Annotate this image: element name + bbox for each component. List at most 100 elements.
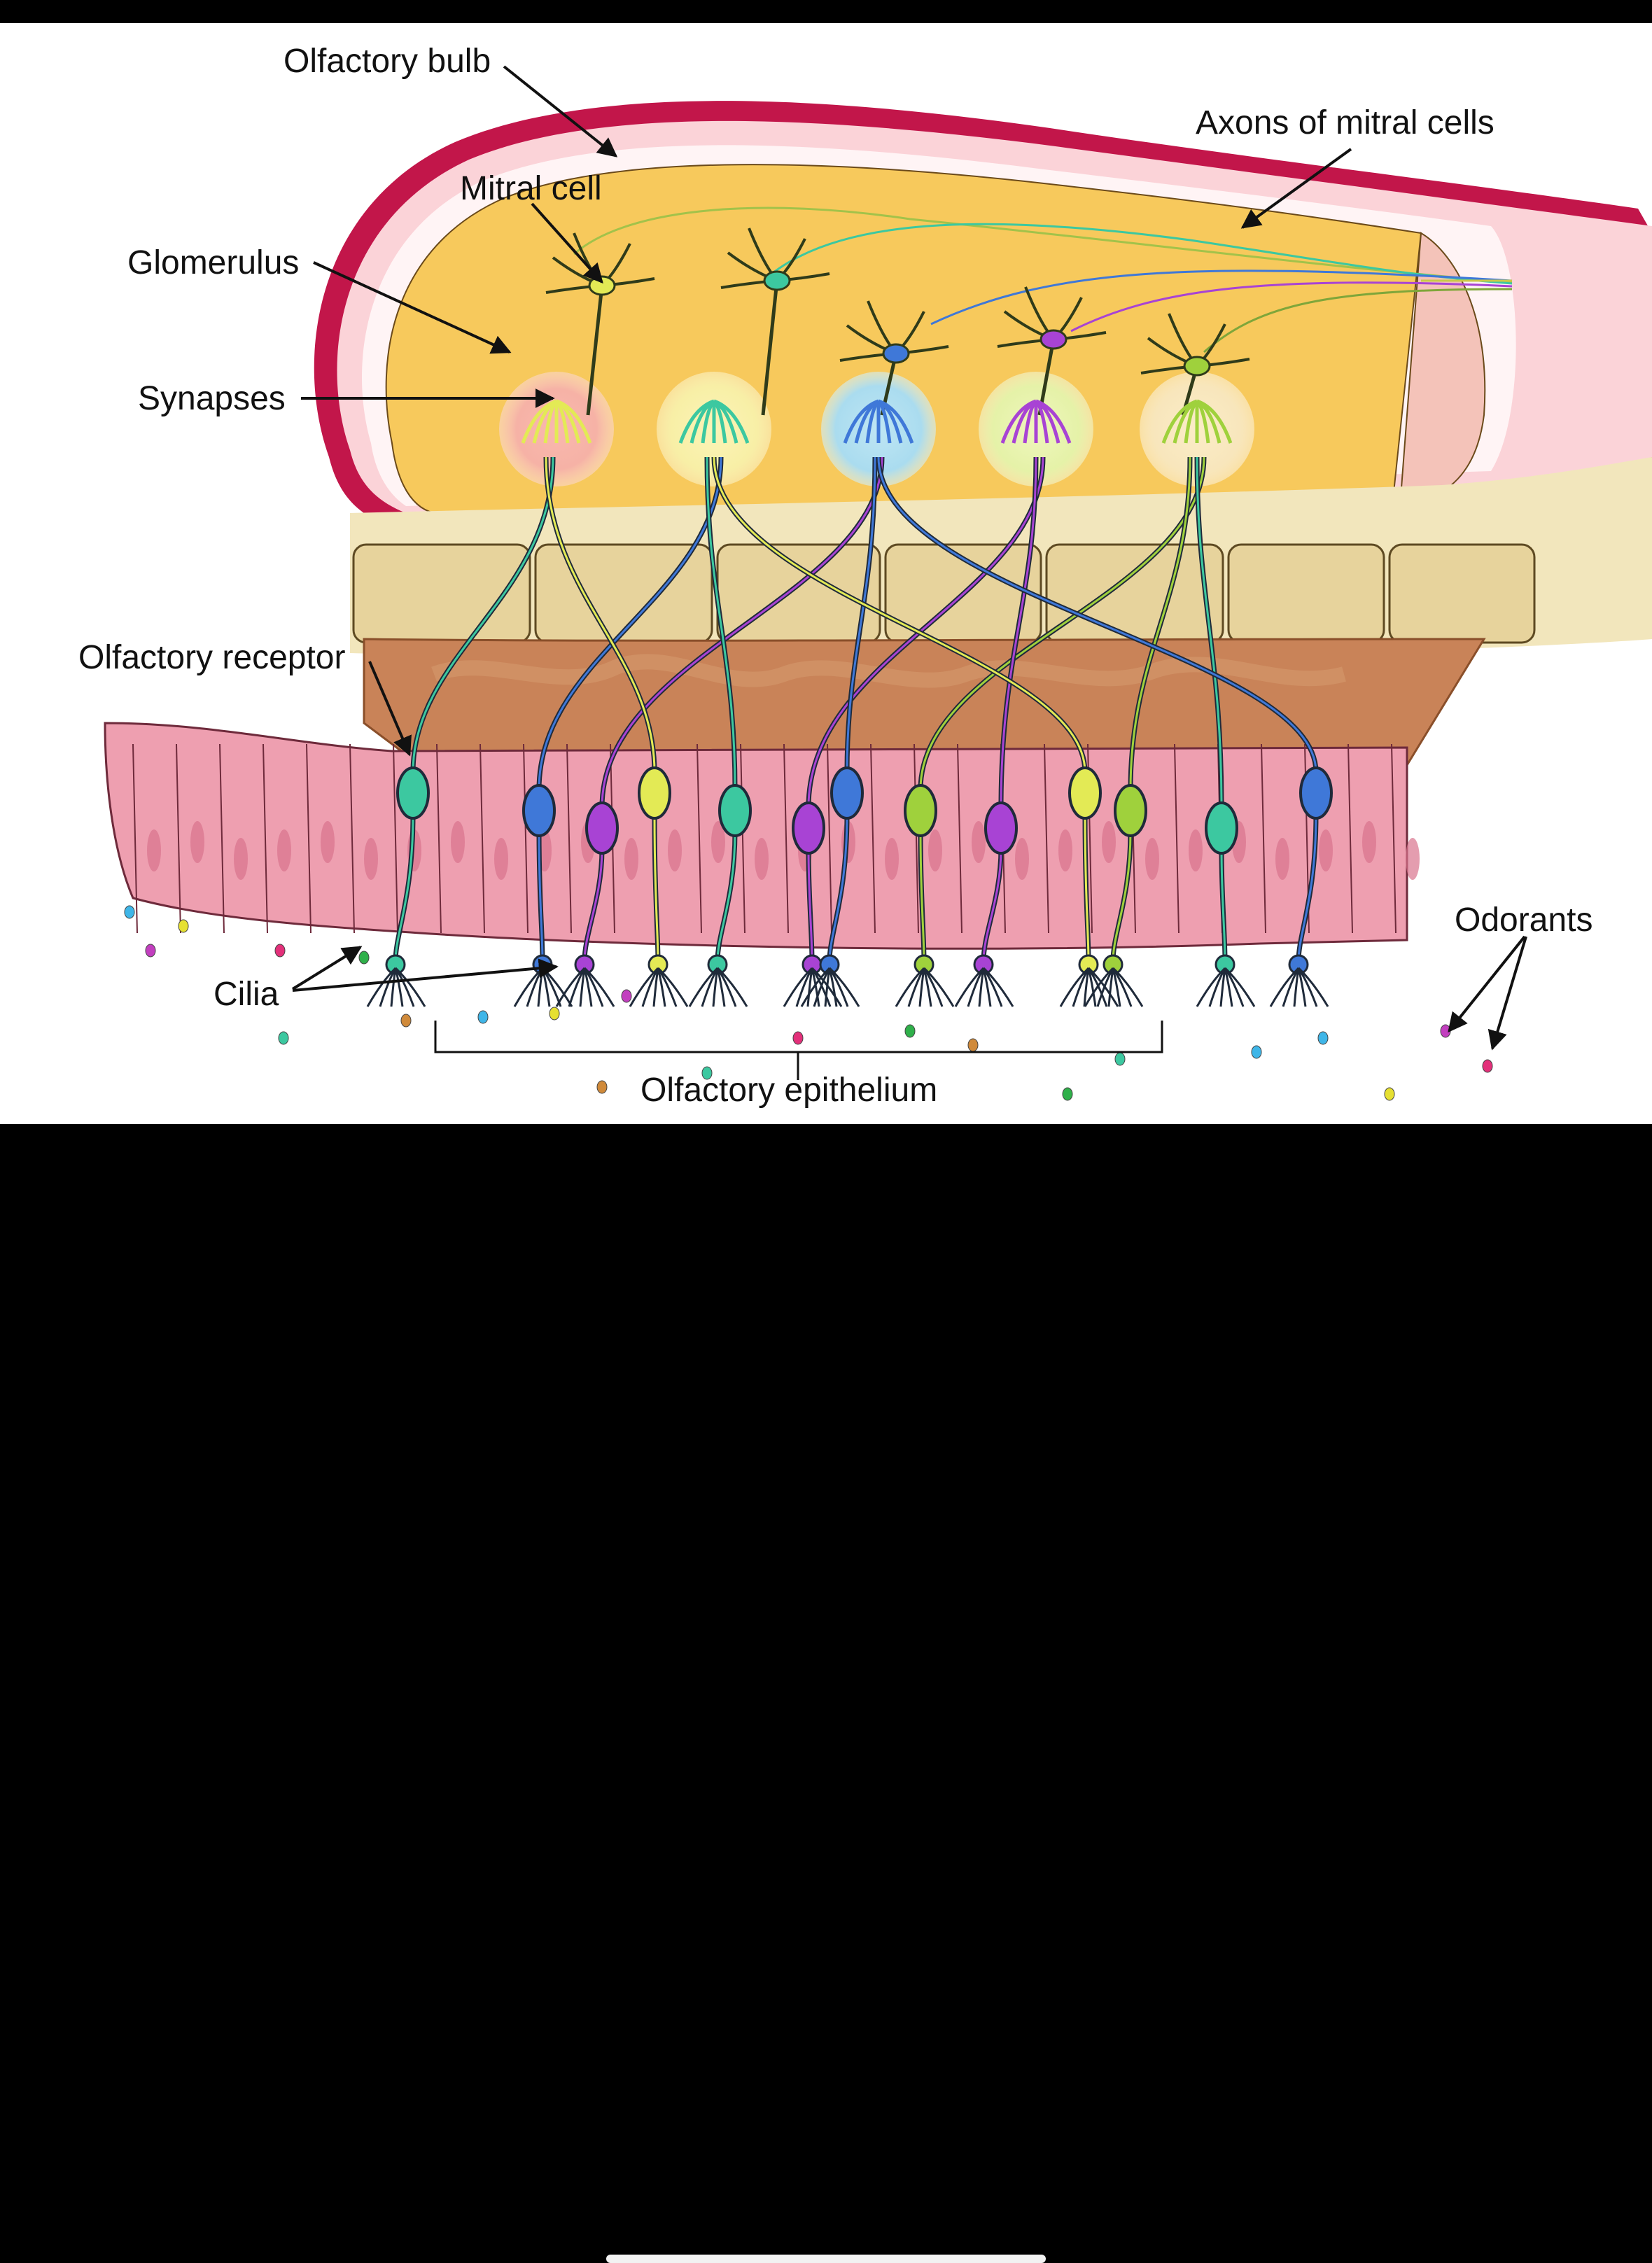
cilium (923, 967, 955, 1007)
odorant-particles (124, 905, 1493, 1101)
receptor-dendrite (1297, 813, 1317, 962)
cell-nucleus (1015, 838, 1029, 880)
receptor-axon (1129, 456, 1191, 790)
label-olfactory-epithelium: Olfactory epithelium (640, 1072, 937, 1109)
label-mitral-cell: Mitral cell (460, 170, 602, 207)
receptor-axon (807, 456, 1044, 808)
cell-nucleus (234, 838, 248, 880)
arrow-glomerulus (313, 261, 512, 354)
cilium (394, 967, 426, 1007)
home-indicator[interactable] (606, 2255, 1046, 2263)
cell-nucleus (624, 838, 638, 880)
receptor-dendrite (716, 831, 736, 962)
glomerular-tuft (556, 399, 592, 444)
label-cilia: Cilia (214, 976, 279, 1013)
odorant-molecule (358, 951, 370, 965)
cell-nucleus (1058, 829, 1072, 871)
odorant-molecule (477, 1010, 489, 1024)
receptor-soma (904, 784, 937, 837)
receptor-soma (585, 801, 619, 855)
cell-wall (1261, 743, 1266, 934)
cell-nucleus (755, 838, 769, 880)
cell-wall (827, 743, 832, 934)
odorant-molecule (596, 1080, 608, 1094)
receptor-neuron-teal (688, 456, 752, 1007)
olfactory-system-diagram: Olfactory bulb Mitral cell Glomerulus Sy… (78, 43, 1652, 1109)
receptor-axon (1196, 456, 1223, 808)
odorant-molecule (400, 1014, 412, 1028)
receptor-neuron-blue (876, 456, 1333, 1007)
receptor-axon (601, 456, 883, 808)
odorant-molecule (1317, 1031, 1329, 1045)
cell-wall (349, 743, 355, 934)
cell-nucleus (277, 829, 291, 871)
receptor-dendrite (1084, 813, 1090, 962)
receptor-axon (706, 456, 736, 790)
cell-nucleus (321, 821, 335, 863)
cilium (1087, 967, 1119, 1007)
glomerular-tuft (1035, 399, 1072, 444)
label-glomerulus: Glomerulus (127, 244, 299, 281)
cilium (828, 967, 860, 1007)
mitral-cell (1140, 313, 1250, 444)
odorant-molecule (1062, 1087, 1073, 1101)
cell-nucleus (451, 821, 465, 863)
lamina-blotches (431, 654, 1346, 688)
receptor-neuron-blue (800, 456, 878, 1007)
arrow-axons (1240, 148, 1352, 229)
arrow-cilia-right (292, 958, 559, 992)
label-olfactory-receptor: Olfactory receptor (78, 639, 345, 676)
arrow-mitral-cell (531, 202, 603, 284)
odorant-molecule (1384, 1087, 1395, 1101)
arrow-olfactory-receptor (368, 661, 412, 757)
label-olfactory-bulb: Olfactory bulb (284, 43, 491, 80)
label-axons-of-mitral-cells: Axons of mitral cells (1196, 104, 1494, 141)
cell-nucleus (1145, 838, 1159, 880)
receptor-axon (545, 456, 656, 773)
label-odorants: Odorants (1455, 902, 1592, 939)
receptor-neuron-blue (513, 456, 724, 1007)
mitral-primary-dendrite (586, 285, 604, 416)
mitral-soma (763, 270, 791, 291)
receptor-dendrite (919, 831, 925, 962)
odorant-molecule (621, 989, 632, 1003)
glomerular-tuft (713, 399, 750, 444)
bone-block (1045, 543, 1224, 644)
receptor-dendrite (1220, 848, 1226, 962)
cell-wall (740, 743, 746, 934)
arrow-odorants-right (1488, 936, 1527, 1051)
bone-block (1227, 543, 1385, 644)
olfactory-bulb (314, 101, 1652, 537)
receptor-axon (846, 456, 876, 773)
label-synapses: Synapses (138, 380, 286, 417)
cell-wall (176, 743, 181, 934)
cell-nucleus (1319, 829, 1333, 871)
cell-nucleus (928, 829, 942, 871)
cell-nucleus (1275, 838, 1289, 880)
arrow-cilia-left (291, 946, 363, 990)
cell-nucleus (147, 829, 161, 871)
mitral-cell (997, 286, 1107, 444)
receptor-axon (1000, 456, 1037, 808)
mitral-cell (839, 300, 949, 444)
receptor-neuron-yellow (543, 456, 689, 1007)
odorant-molecule (124, 905, 135, 919)
receptor-dendrite (394, 813, 414, 962)
cell-nucleus (1189, 829, 1203, 871)
cell-wall (1044, 743, 1049, 934)
receptor-neuron-purple (783, 456, 1046, 1007)
cell-nucleus (190, 821, 204, 863)
odorant-molecule (1251, 1045, 1262, 1059)
receptor-neuron-yellow (711, 456, 1119, 1007)
cell-nucleus (1362, 821, 1376, 863)
cell-wall (783, 743, 789, 934)
mitral-cells (521, 227, 1250, 444)
cell-wall (523, 743, 528, 934)
odorant-molecule (904, 1024, 916, 1038)
mitral-soma (882, 343, 910, 364)
receptor-axon (412, 456, 554, 773)
odorant-molecule (967, 1038, 979, 1052)
receptor-dendrite (807, 848, 813, 962)
receptor-soma (396, 766, 430, 820)
top-status-bar (0, 0, 1652, 23)
